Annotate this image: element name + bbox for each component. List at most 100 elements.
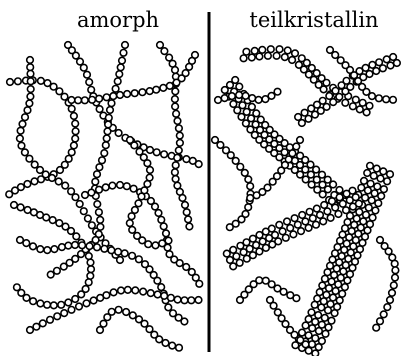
chain-bead [172, 169, 179, 176]
chain-bead [328, 317, 335, 324]
chain-bead [305, 225, 312, 232]
chain-bead [343, 207, 350, 214]
chain-bead [233, 253, 240, 260]
chain-bead [54, 313, 61, 320]
chain-bead [38, 78, 45, 85]
chain-bead [387, 171, 394, 178]
chain-bead [381, 186, 388, 193]
chain-bead [323, 292, 330, 299]
chain-bead [97, 327, 104, 334]
chain-bead [375, 200, 382, 207]
chain-bead [129, 253, 136, 260]
chain-bead [273, 53, 280, 60]
chain-bead [325, 324, 332, 331]
chain-bead [390, 97, 397, 104]
chain-bead [123, 309, 130, 316]
chain-bead [332, 52, 339, 59]
chain-bead [112, 86, 119, 93]
chain-bead [102, 184, 109, 191]
chain-bead [284, 218, 291, 225]
chain-bead [17, 135, 24, 142]
chain-bead [108, 100, 115, 107]
chain-bead [68, 149, 75, 156]
chain-bead [76, 303, 83, 310]
chain-bead [68, 106, 75, 113]
chain-bead [124, 91, 131, 98]
chain-bead [188, 297, 195, 304]
chain-bead [31, 161, 38, 168]
chain-bead [243, 239, 250, 246]
chain-bead [265, 53, 272, 60]
chain-bead [158, 284, 165, 291]
chain-bead [284, 47, 291, 54]
chain-bead [256, 53, 263, 60]
chain-bead [58, 302, 65, 309]
chain-bead [387, 297, 394, 304]
chain-bead [322, 331, 329, 338]
chain-bead [163, 230, 170, 237]
chain-bead [350, 103, 357, 110]
chain-bead [276, 222, 283, 229]
chain-bead [17, 204, 24, 211]
chain-bead [289, 57, 296, 64]
chain-bead [27, 327, 34, 334]
chain-bead [373, 324, 380, 331]
chain-bead [49, 175, 56, 182]
chain-bead [85, 215, 92, 222]
chain-bead [68, 307, 75, 314]
chain-bead [177, 140, 184, 147]
chain-bead [389, 290, 396, 297]
chain-bead [272, 232, 279, 239]
chain-bead [245, 176, 252, 183]
chain-bead [11, 202, 18, 209]
chain-bead [280, 289, 287, 296]
chain-bead [392, 267, 399, 274]
chain-bead [179, 195, 186, 202]
chain-bead [305, 316, 312, 323]
chain-bead [47, 271, 54, 278]
chain-bead [85, 279, 92, 286]
chain-bead [336, 194, 343, 201]
chain-bead [283, 235, 290, 242]
chain-bead [349, 187, 356, 194]
chain-bead [369, 214, 376, 221]
chain-bead [47, 317, 54, 324]
chain-bead [319, 98, 326, 105]
chain-bead [256, 248, 263, 255]
chain-bead [319, 282, 326, 289]
chain-bead [365, 187, 372, 194]
chain-bead [315, 312, 322, 319]
chain-bead [245, 204, 252, 211]
chain-bead [154, 277, 161, 284]
chain-bead [26, 155, 33, 162]
chain-bead [329, 198, 336, 205]
chain-bead [135, 200, 142, 207]
chain-bead [359, 100, 366, 107]
chain-bead [57, 167, 64, 174]
chain-bead [317, 212, 324, 219]
chain-bead [22, 149, 29, 156]
chain-bead [186, 223, 193, 230]
chain-bead [160, 85, 167, 92]
chain-bead [65, 242, 72, 249]
chain-bead [247, 183, 254, 190]
chain-bead [361, 178, 368, 185]
chain-bead [72, 242, 79, 249]
chain-bead [81, 64, 88, 71]
chain-bead [43, 214, 50, 221]
chain-bead [15, 78, 22, 85]
chain-bead [253, 242, 260, 249]
chain-bead [155, 210, 162, 217]
chain-bead [161, 151, 168, 158]
chain-bead [138, 193, 145, 200]
chain-bead [327, 215, 334, 222]
chain-bead [332, 288, 339, 295]
chain-bead [311, 302, 318, 309]
chain-bead [144, 181, 151, 188]
chain-bead [96, 186, 103, 193]
chain-bead [161, 293, 168, 300]
chain-bead [172, 67, 179, 74]
chain-bead [130, 312, 137, 319]
chain-bead [259, 47, 266, 54]
chain-bead [240, 55, 247, 62]
